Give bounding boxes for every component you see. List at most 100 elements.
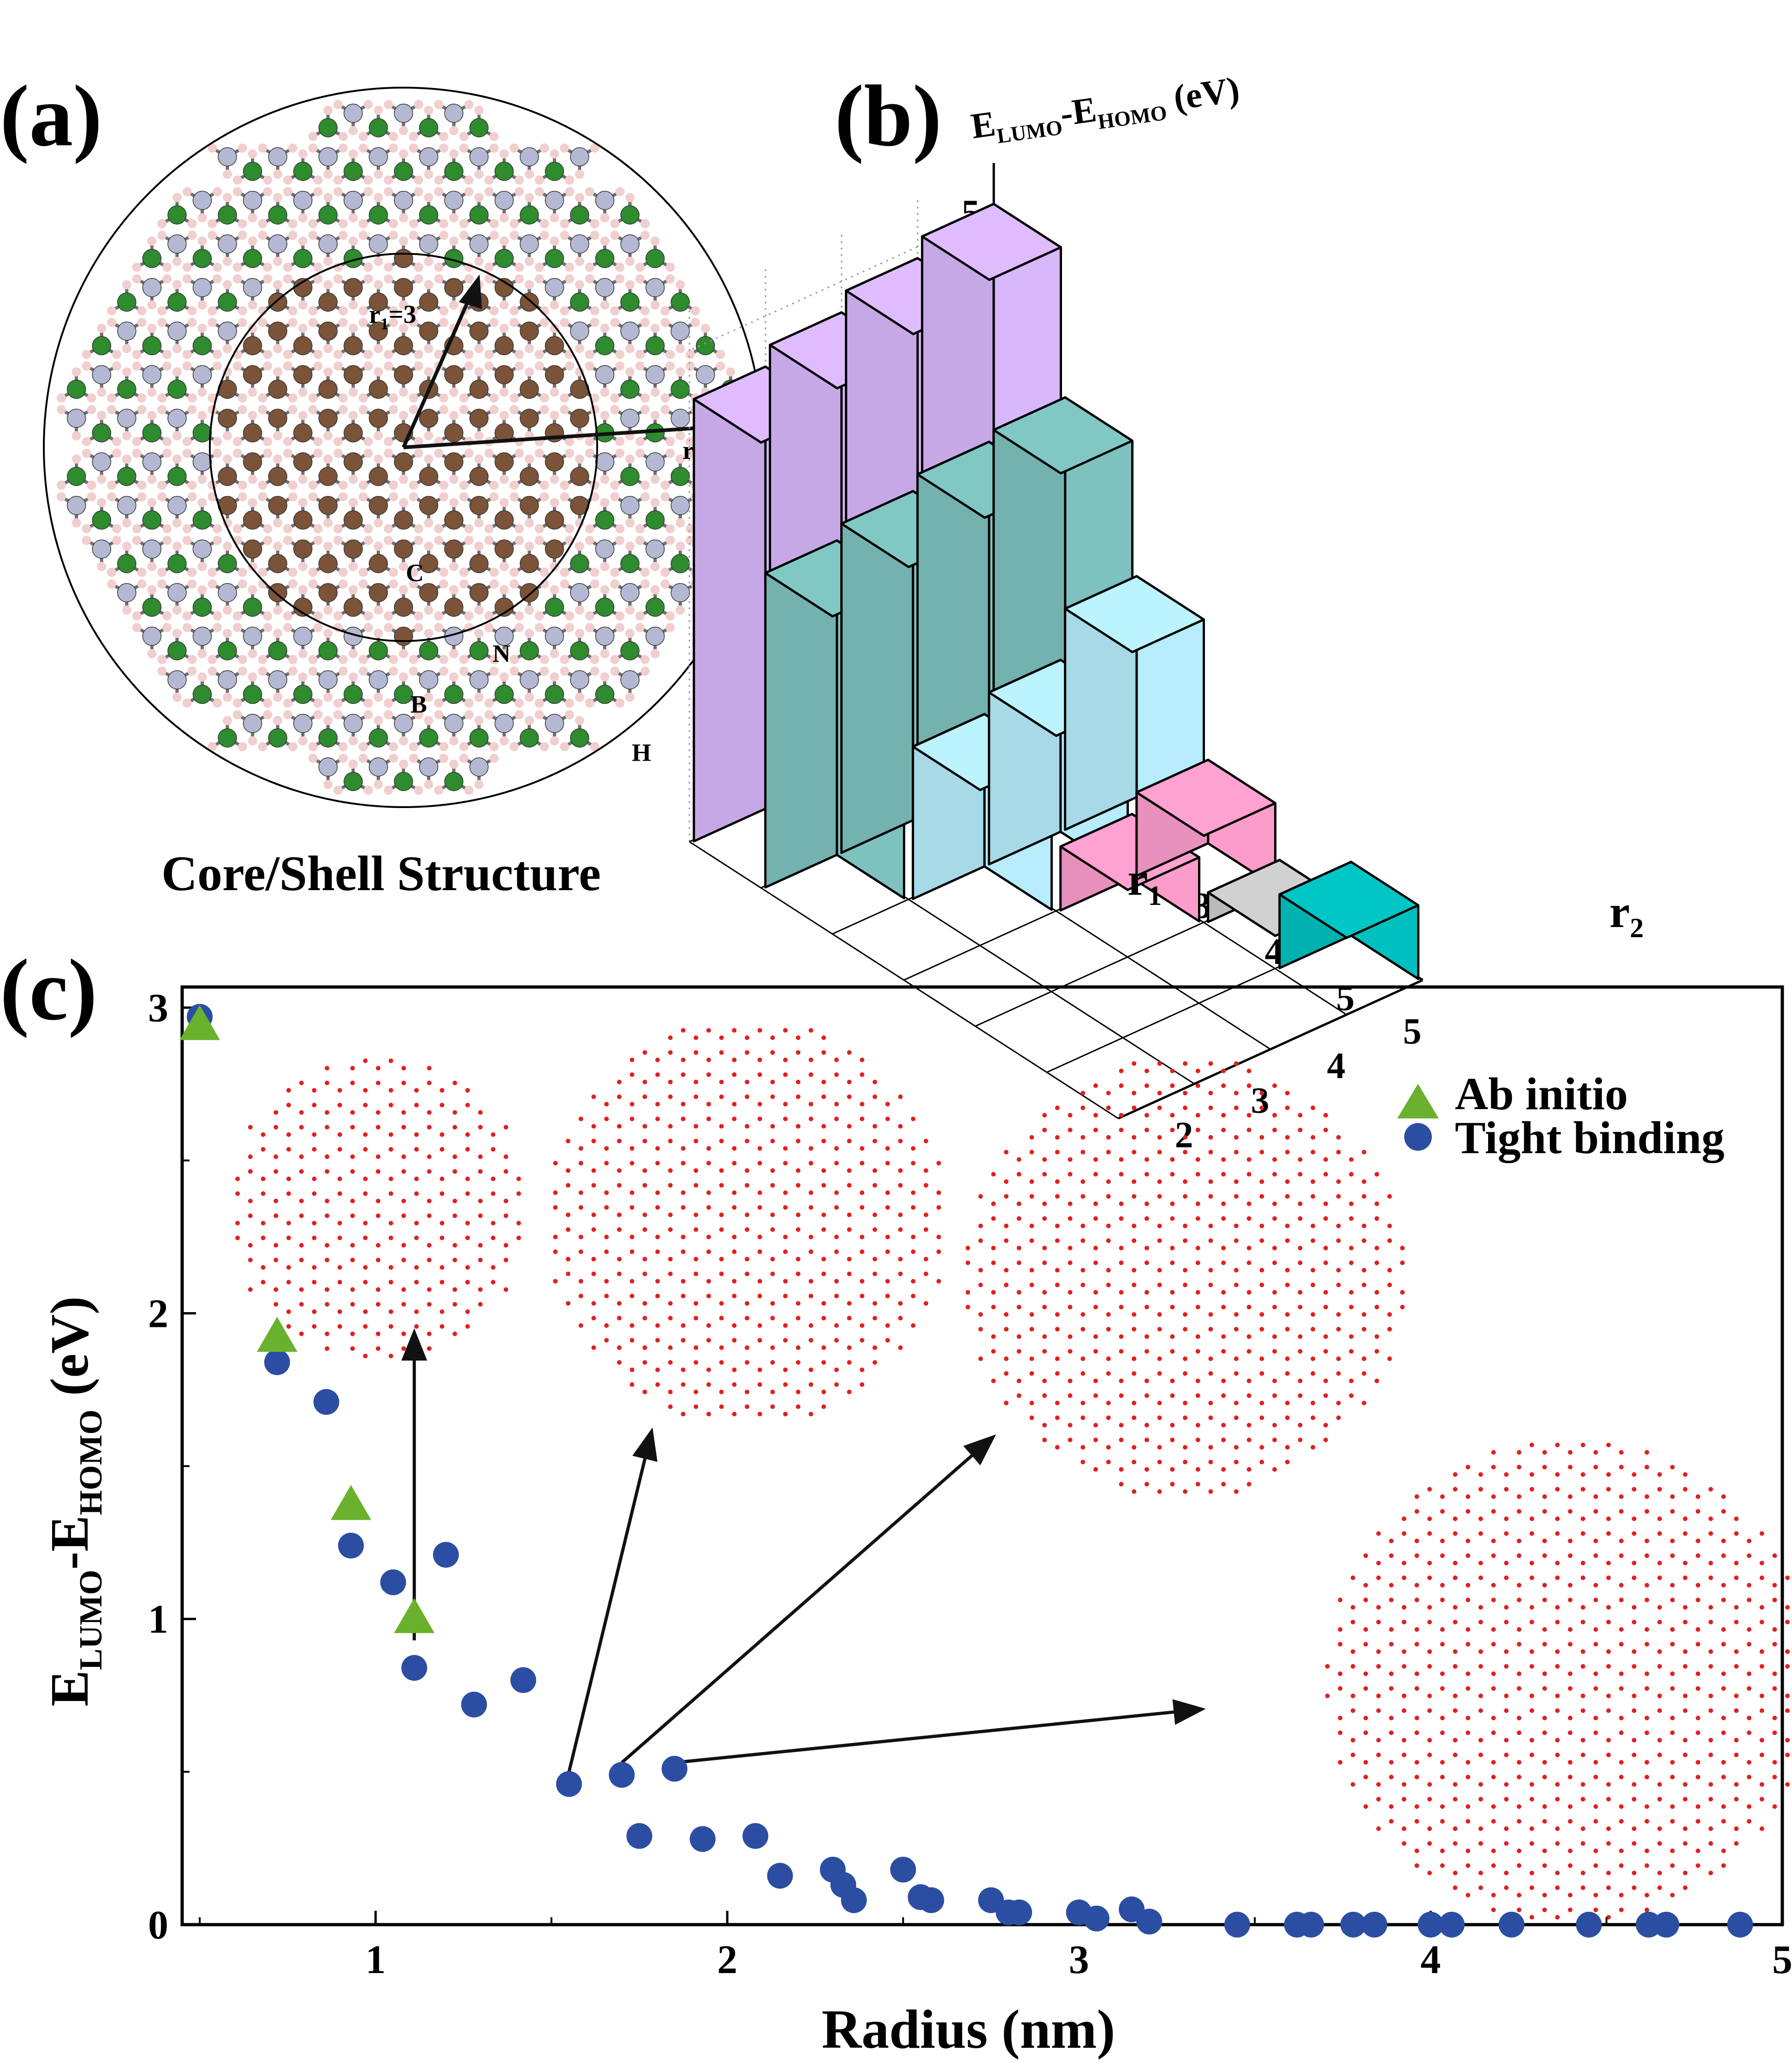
atom-h [484, 524, 494, 534]
atom-n [218, 321, 237, 341]
flake-atom [1440, 1716, 1445, 1720]
flake-atom [1734, 1516, 1739, 1521]
atom-n [192, 626, 212, 646]
atom-h [187, 306, 197, 315]
atom-h [434, 100, 444, 109]
atom-h [665, 611, 675, 621]
flake-atom [261, 1191, 266, 1196]
atom-h [459, 405, 469, 415]
flake-atom [1568, 1583, 1572, 1587]
flake-atom [1285, 1268, 1290, 1272]
flake-atom [694, 1168, 699, 1173]
flake-atom [1363, 1730, 1368, 1735]
atom-h [489, 742, 499, 751]
atom-h [439, 492, 449, 502]
atom-h [514, 187, 524, 196]
flake-atom [1029, 1371, 1034, 1376]
flake-atom [1759, 1575, 1764, 1580]
atom-b [645, 597, 665, 617]
flake-atom [1272, 1467, 1277, 1472]
atom-n [368, 234, 388, 254]
flake-atom [1285, 1224, 1290, 1228]
atom-h [389, 492, 398, 502]
flake-atom [1517, 1716, 1522, 1720]
atom-h [484, 710, 494, 719]
flake-atom [1606, 1664, 1611, 1669]
flake-atom [504, 1258, 509, 1262]
flake-atom [821, 1094, 826, 1099]
flake-atom [312, 1280, 317, 1284]
flake-atom [286, 1147, 291, 1152]
atom-h [333, 524, 343, 534]
flake-atom [1504, 1782, 1509, 1787]
atom-h [484, 698, 494, 708]
flake-atom [1568, 1893, 1572, 1897]
atom-b [368, 205, 388, 225]
flake-atom [427, 1332, 432, 1336]
atom-n [92, 365, 112, 385]
atom-h [590, 492, 599, 502]
flake-atom [1478, 1531, 1483, 1536]
flake-atom [1311, 1371, 1316, 1376]
flake-atom [350, 1302, 355, 1307]
atom-h [499, 213, 509, 223]
flake-atom [1606, 1782, 1611, 1787]
flake-atom [1336, 1135, 1341, 1140]
flake-atom [1323, 1349, 1328, 1354]
flake-atom [1657, 1753, 1662, 1757]
flake-atom [350, 1243, 355, 1248]
atom-h [534, 623, 544, 632]
flake-atom [376, 1213, 380, 1218]
flake-atom [1080, 1371, 1086, 1376]
flake-atom [1453, 1885, 1458, 1890]
flake-atom [325, 1125, 330, 1130]
flake-atom [1350, 1575, 1355, 1580]
flake-atom [491, 1221, 496, 1225]
flake-atom [1132, 1445, 1137, 1450]
ab-initio-point [394, 1598, 435, 1633]
atom-h [288, 143, 297, 153]
atom-h [56, 492, 66, 502]
flake-atom [591, 1139, 596, 1143]
flake-atom [1170, 1246, 1175, 1250]
flake-atom [1593, 1908, 1598, 1912]
flake-atom [1285, 1445, 1290, 1450]
atom-h [107, 393, 117, 403]
flake-atom [991, 1379, 996, 1383]
atom-h [288, 318, 297, 327]
atom-c [545, 510, 564, 530]
flake-atom [681, 1102, 686, 1106]
atom-h [273, 454, 283, 464]
atom-b [419, 118, 439, 137]
atom-h [258, 492, 267, 502]
atom-b [545, 161, 564, 181]
atom-h [288, 579, 297, 589]
atom-h [625, 454, 635, 464]
flake-atom [1606, 1487, 1611, 1492]
flake-atom [732, 1323, 737, 1328]
atom-h [288, 654, 297, 664]
flake-atom [1389, 1775, 1394, 1779]
flake-atom [1132, 1327, 1137, 1332]
flake-atom [923, 1139, 928, 1143]
flake-atom [1336, 1415, 1341, 1420]
atom-h [283, 448, 293, 458]
atom-b [192, 423, 212, 443]
atom-h [600, 649, 610, 659]
atom-h [399, 236, 408, 246]
flake-atom [1746, 1775, 1751, 1779]
atom-h [132, 535, 142, 545]
atom-b [344, 772, 363, 791]
flake-atom [923, 1183, 928, 1188]
inset-arrow-3-head [963, 1434, 996, 1466]
atom-h [132, 623, 142, 632]
flake-atom [770, 1035, 775, 1040]
flake-atom [1606, 1531, 1611, 1536]
atom-b [92, 423, 112, 443]
flake-atom [1644, 1494, 1650, 1499]
flake-atom [1746, 1598, 1751, 1602]
flake-atom [1466, 1539, 1471, 1543]
flake-atom [553, 1190, 558, 1195]
flake-atom [1361, 1179, 1366, 1184]
flake-atom [719, 1213, 724, 1217]
